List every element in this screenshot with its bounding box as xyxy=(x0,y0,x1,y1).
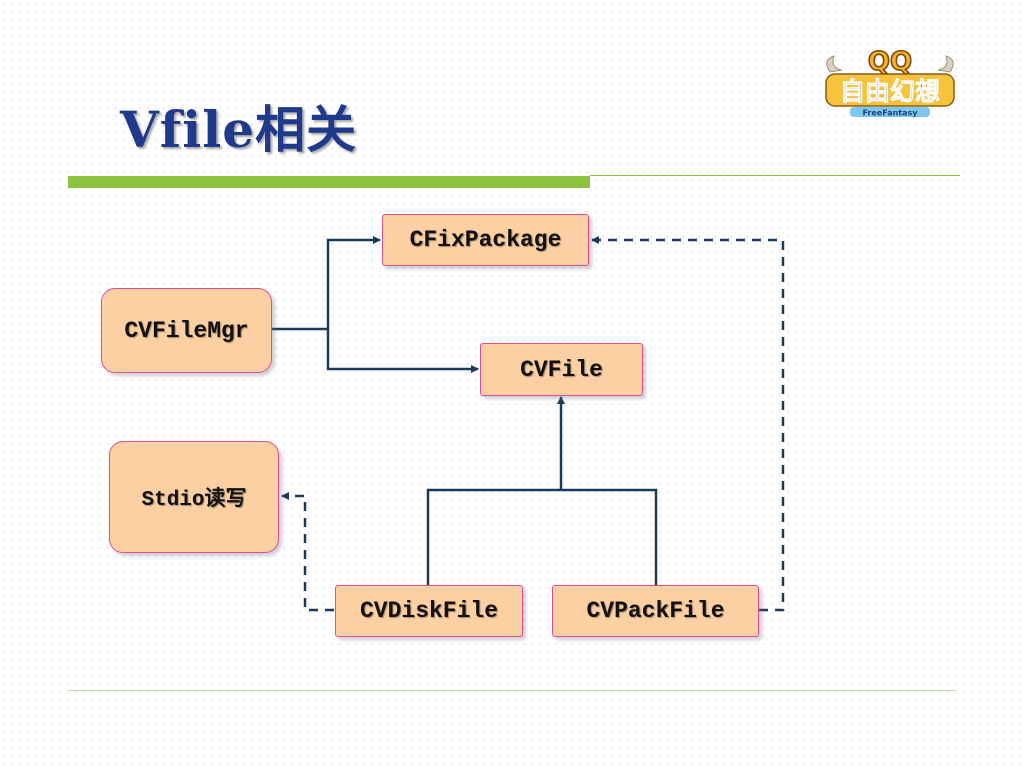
footer-divider-line xyxy=(68,690,956,691)
node-cvfilemgr: CVFileMgr xyxy=(101,288,272,373)
node-cfixpackage: CFixPackage xyxy=(382,214,589,266)
logo-top-text: QQ xyxy=(868,47,912,77)
connector-cvfilemgr-to-cfixpackage xyxy=(272,236,381,331)
slide-title: Vfile相关 xyxy=(120,100,358,159)
qq-freefantasy-logo: QQ 自由幻想 FreeFantasy xyxy=(825,46,955,118)
node-stdio-readwrite: Stdio读写 xyxy=(109,441,279,553)
node-cvfile: CVFile xyxy=(480,343,643,396)
logo-main-text: 自由幻想 xyxy=(840,77,940,106)
dashed-connector-cvdiskfile-to-stdio xyxy=(281,492,334,612)
connector-cvdiskfile-to-bus xyxy=(426,488,658,585)
node-cvpackfile: CVPackFile xyxy=(552,585,759,637)
logo-sub-text: FreeFantasy xyxy=(862,109,918,118)
dashed-connector-cvpackfile-to-cfixpackage xyxy=(591,236,785,612)
connector-cvfilemgr-to-cvfile xyxy=(326,329,479,373)
node-cvdiskfile: CVDiskFile xyxy=(335,585,523,637)
title-underline-thin-line xyxy=(590,175,960,176)
title-underline-bar xyxy=(68,176,590,188)
